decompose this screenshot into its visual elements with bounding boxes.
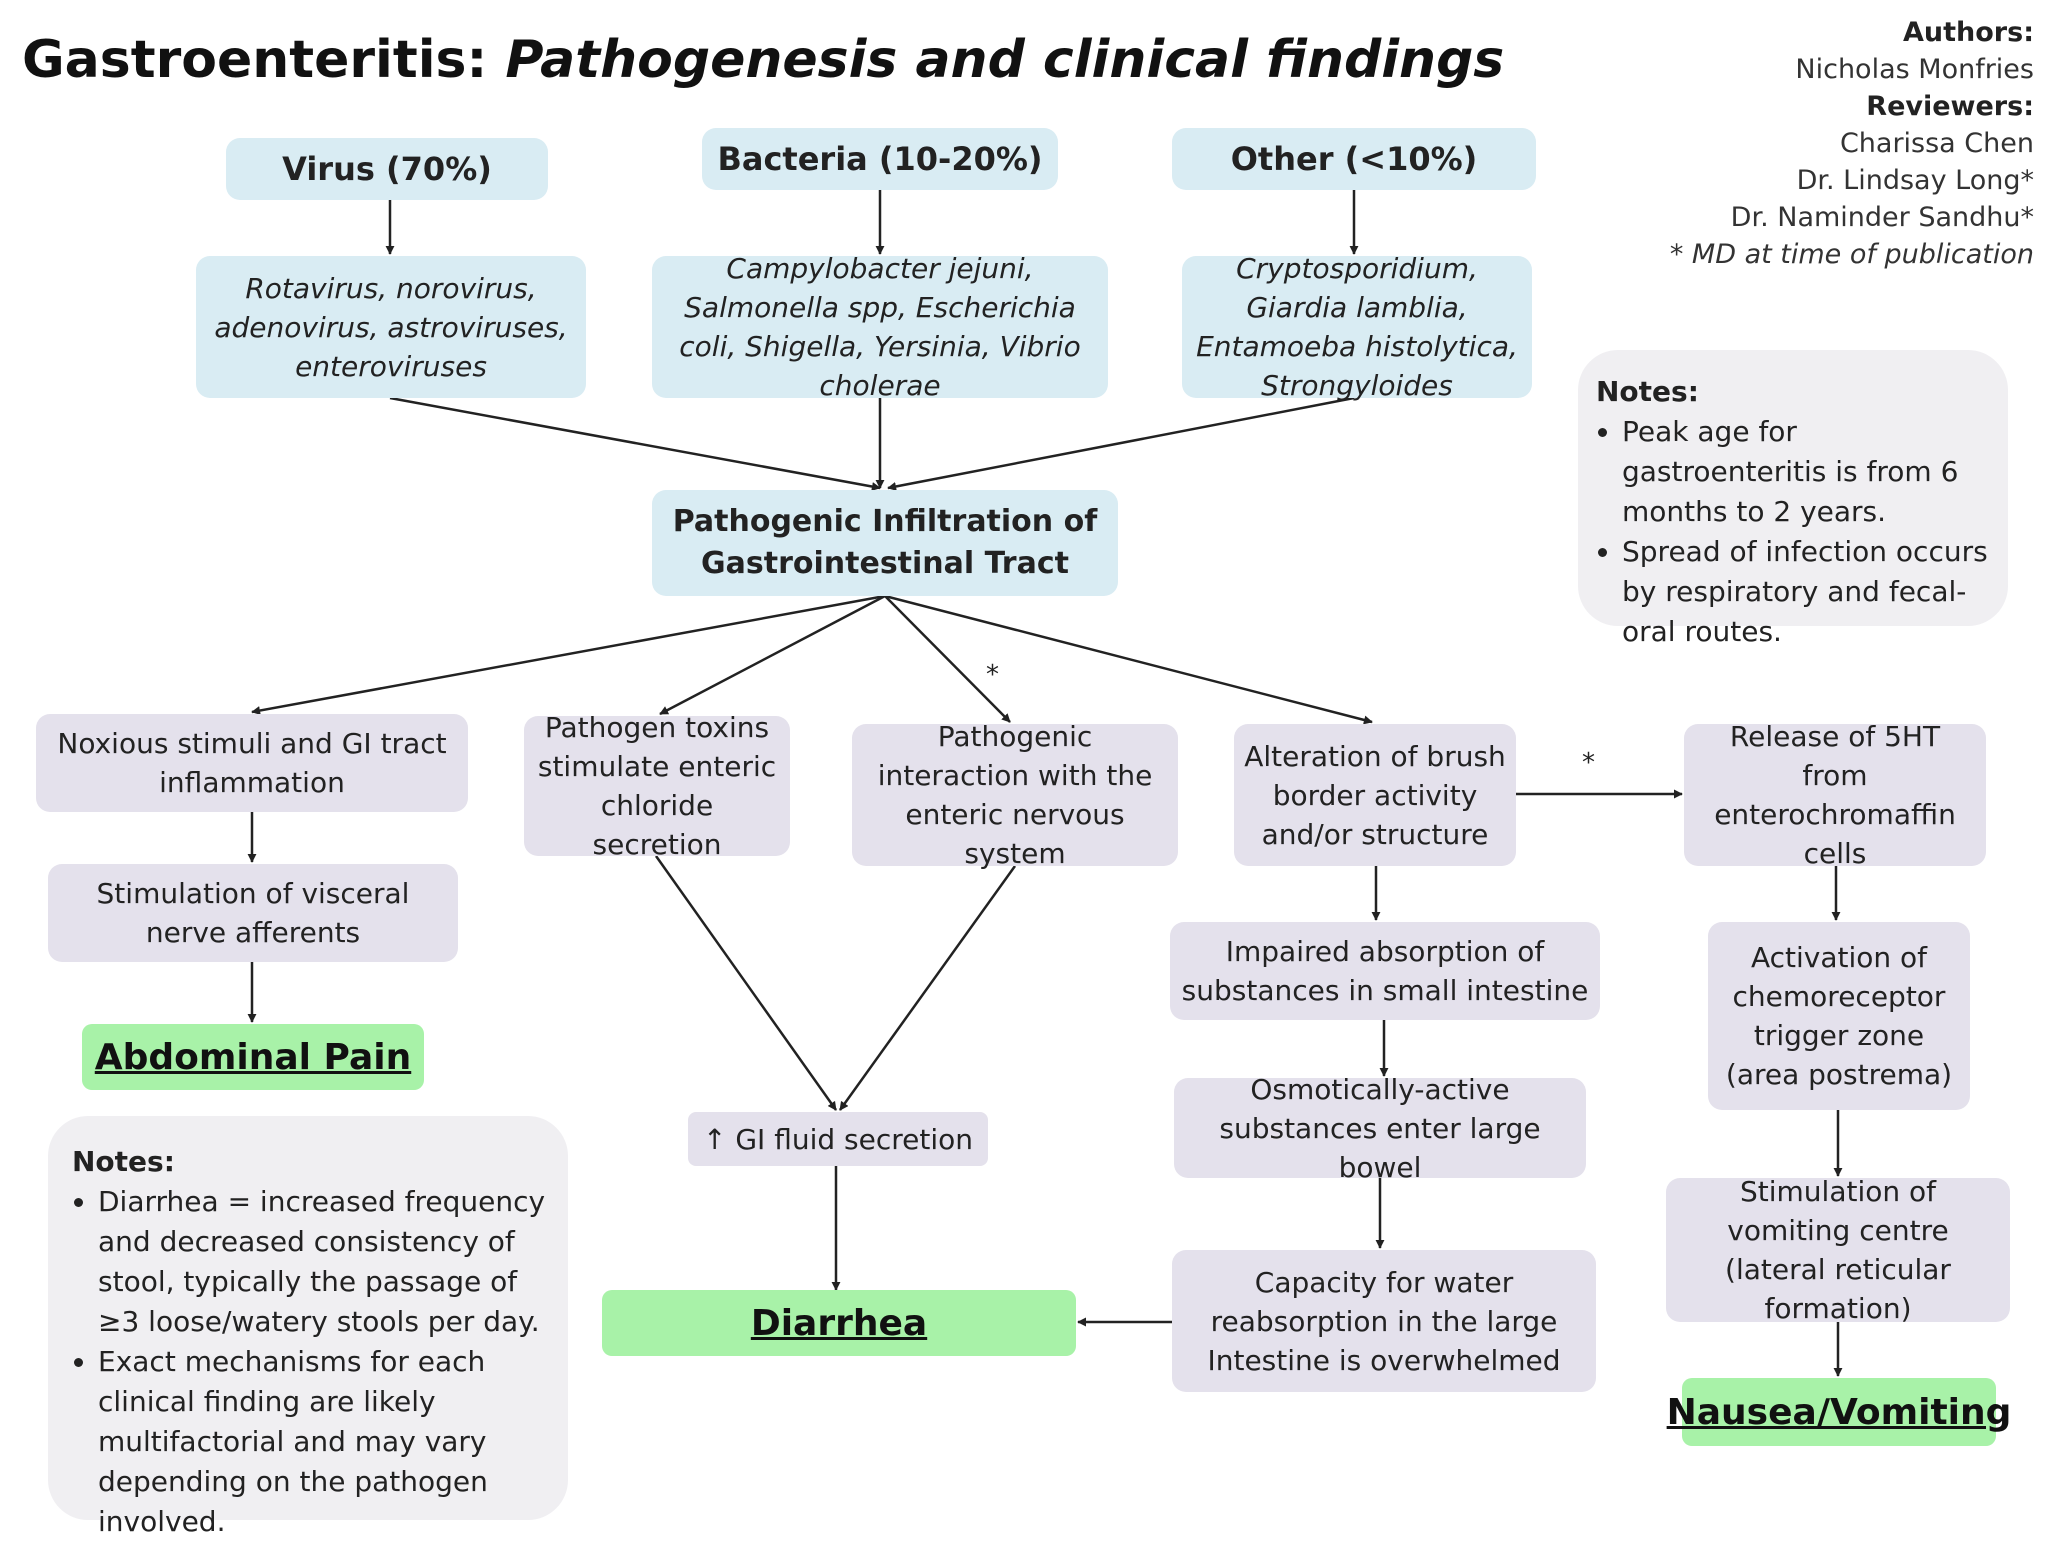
node-5ht-release: Release of 5HT from enterochromaffin cel… bbox=[1684, 720, 1986, 870]
notes-list: Peak age for gastroenteritis is from 6 m… bbox=[1596, 412, 1988, 652]
outcome-diarrhea: Diarrhea bbox=[602, 1290, 1076, 1356]
category-bacteria: Bacteria (10-20%) bbox=[702, 128, 1058, 190]
arrow bbox=[884, 595, 1011, 723]
node-visceral-afferents: Stimulation of visceral nerve afferents bbox=[48, 864, 458, 962]
note-item: Exact mechanisms for each clinical findi… bbox=[98, 1342, 548, 1542]
node-chemoreceptor-trigger-zone: Activation of chemoreceptor trigger zone… bbox=[1708, 922, 1970, 1110]
category-other: Other (<10%) bbox=[1172, 128, 1536, 190]
node-brush-border: Alteration of brush border activity and/… bbox=[1234, 724, 1516, 866]
reviewer-name: Dr. Naminder Sandhu* bbox=[1730, 202, 2034, 233]
author-name: Nicholas Monfries bbox=[1795, 54, 2034, 85]
note-item: Spread of infection occurs by respirator… bbox=[1622, 532, 1988, 652]
credits: Authors: Nicholas Monfries Reviewers: Ch… bbox=[1670, 14, 2034, 273]
outcome-nausea-vomiting: Nausea/Vomiting bbox=[1667, 1378, 2011, 1446]
arrow bbox=[389, 396, 881, 491]
notes-panel-left: Notes: Diarrhea = increased frequency an… bbox=[48, 1116, 568, 1538]
reviewers-label: Reviewers: bbox=[1866, 91, 2034, 122]
reviewer-name: Charissa Chen bbox=[1839, 128, 2034, 159]
virus-examples: Rotavirus, norovirus, adenovirus, astrov… bbox=[196, 256, 586, 398]
reviewer-name: Dr. Lindsay Long* bbox=[1796, 165, 2034, 196]
arrow bbox=[838, 865, 1017, 1111]
arrow bbox=[251, 594, 886, 715]
category-virus: Virus (70%) bbox=[226, 138, 548, 200]
credits-footnote: * MD at time of publication bbox=[1669, 239, 2034, 270]
note-item: Peak age for gastroenteritis is from 6 m… bbox=[1622, 412, 1988, 532]
node-pathogen-toxins: Pathogen toxins stimulate enteric chlori… bbox=[524, 711, 790, 861]
outcome-abdominal-pain: Abdominal Pain bbox=[82, 1024, 424, 1090]
page-title: Gastroenteritis: Pathogenesis and clinic… bbox=[22, 30, 1504, 90]
asterisk-marker: * bbox=[1582, 748, 1595, 778]
notes-list: Diarrhea = increased frequency and decre… bbox=[72, 1182, 548, 1542]
notes-panel-right: Notes: Peak age for gastroenteritis is f… bbox=[1578, 350, 2008, 648]
notes-heading: Notes: bbox=[72, 1145, 175, 1178]
central-node: Pathogenic Infiltration of Gastrointesti… bbox=[652, 490, 1118, 596]
arrow bbox=[659, 594, 886, 716]
title-sub: Pathogenesis and clinical findings bbox=[505, 30, 1505, 90]
node-gi-fluid-secretion: ↑ GI fluid secretion bbox=[688, 1112, 988, 1166]
node-noxious-stimuli: Noxious stimuli and GI tract inflammatio… bbox=[36, 714, 468, 812]
node-impaired-absorption: Impaired absorption of substances in sma… bbox=[1170, 922, 1600, 1020]
node-water-reabsorption: Capacity for water reabsorption in the l… bbox=[1172, 1250, 1596, 1392]
bacteria-examples: Campylobacter jejuni, Salmonella spp, Es… bbox=[652, 252, 1108, 402]
node-enteric-interaction: Pathogenic interaction with the enteric … bbox=[852, 720, 1178, 870]
authors-label: Authors: bbox=[1903, 17, 2034, 48]
notes-heading: Notes: bbox=[1596, 375, 1699, 408]
other-examples: Cryptosporidium, Giardia lamblia, Entamo… bbox=[1182, 252, 1532, 402]
arrow bbox=[884, 594, 1373, 725]
arrow bbox=[887, 396, 1355, 491]
title-main: Gastroenteritis: bbox=[22, 30, 488, 90]
asterisk-marker: * bbox=[986, 660, 999, 690]
note-item: Diarrhea = increased frequency and decre… bbox=[98, 1182, 548, 1342]
node-vomiting-centre: Stimulation of vomiting centre (lateral … bbox=[1666, 1175, 2010, 1325]
arrow bbox=[654, 855, 838, 1111]
node-osmotic-substances: Osmotically-active substances enter larg… bbox=[1174, 1073, 1586, 1184]
